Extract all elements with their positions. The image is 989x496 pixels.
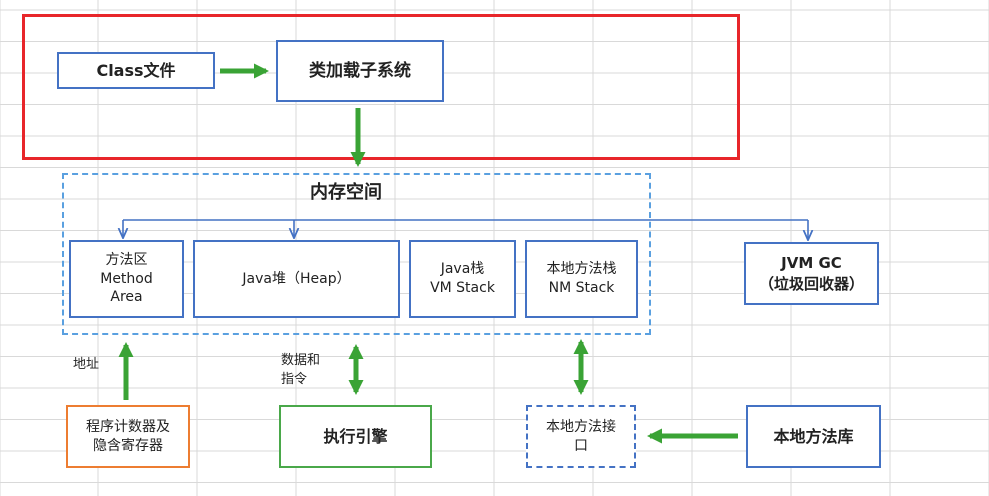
java-stack-box: Java栈 VM Stack bbox=[409, 240, 516, 318]
native-method-stack-box: 本地方法栈 NM Stack bbox=[525, 240, 638, 318]
method-area-box: 方法区 Method Area bbox=[69, 240, 184, 318]
memory-space-container bbox=[62, 173, 651, 335]
memory-space-title: 内存空间 bbox=[310, 182, 382, 203]
execution-engine-box: 执行引擎 bbox=[279, 405, 432, 468]
heap-box: Java堆（Heap） bbox=[193, 240, 400, 318]
address-label: 地址 bbox=[73, 357, 100, 372]
class-loading-highlight-frame bbox=[22, 14, 740, 160]
native-method-library-box: 本地方法库 bbox=[746, 405, 881, 468]
native-method-interface-box: 本地方法接 口 bbox=[526, 405, 636, 468]
jvm-gc-box: JVM GC （垃圾回收器） bbox=[744, 242, 879, 305]
class-loader-box: 类加载子系统 bbox=[276, 40, 444, 102]
data-and-instructions-label: 数据和 指令 bbox=[281, 353, 321, 387]
class-file-box: Class文件 bbox=[57, 52, 215, 89]
pc-register-box: 程序计数器及 隐含寄存器 bbox=[66, 405, 190, 468]
